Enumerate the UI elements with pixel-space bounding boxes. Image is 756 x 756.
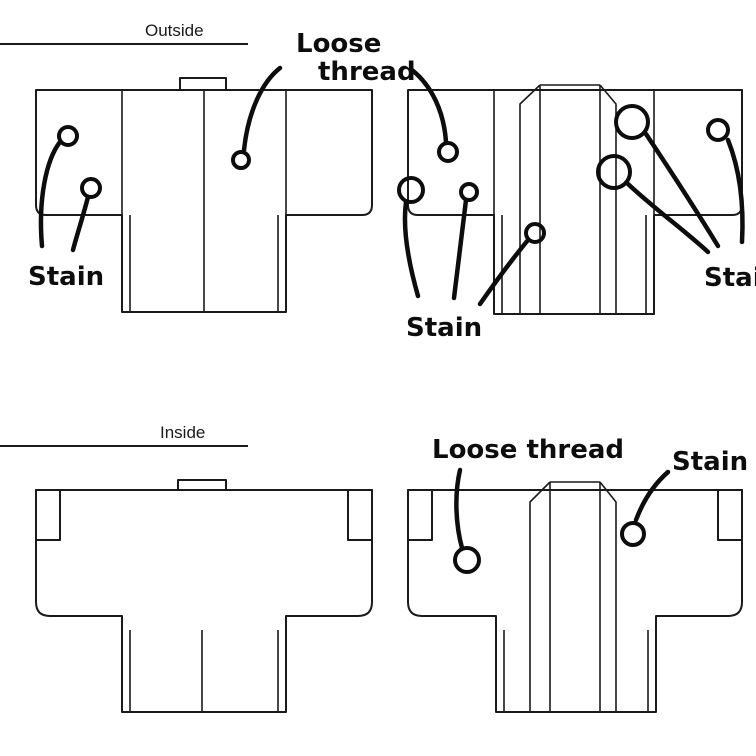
outside-front-loose-thread-marker (409, 67, 459, 163)
outside-section-header: Outside (0, 21, 248, 45)
jacket-outline (407, 489, 743, 713)
leader-line (633, 469, 671, 523)
stain-label: Stain (406, 313, 482, 343)
inside-front-stain-marker: Stain (620, 447, 748, 547)
outside-back-stain-markers: Stain (28, 125, 104, 292)
outside-front-stain-markers-right: Stai (596, 104, 756, 293)
leader-line (625, 181, 711, 255)
leader-line (643, 131, 721, 249)
leader-line (454, 467, 465, 551)
stain-circle (620, 521, 646, 547)
stain-circle (57, 125, 79, 147)
stain-circle (80, 177, 102, 199)
outside-front-stain-markers-bottom: Stain (397, 176, 546, 343)
right-lapel (599, 84, 617, 314)
stain-circle (459, 182, 479, 202)
leader-line (451, 197, 469, 301)
leader-line (70, 194, 91, 253)
stain-circle (524, 222, 546, 244)
inside-front-jacket (407, 481, 743, 713)
right-sleeve-cuff (717, 489, 743, 541)
left-sleeve-cuff (35, 489, 61, 541)
stain-circle (596, 154, 632, 190)
leader-line (725, 137, 745, 245)
leader-line (38, 139, 63, 249)
outside-front-jacket (407, 84, 743, 315)
stain-circle (706, 118, 730, 142)
collar (179, 77, 227, 91)
jacket-outline (35, 489, 373, 713)
right-lapel (599, 481, 617, 712)
leader-line (241, 65, 283, 153)
stain-label: Stain (672, 447, 748, 477)
outside-back-loose-thread-marker: Loose thread (231, 29, 416, 170)
stain-label-clipped: Stai (704, 263, 756, 293)
loose-thread-label-line1: Loose (296, 29, 381, 59)
stain-circle (614, 104, 650, 140)
left-lapel (529, 481, 551, 712)
right-sleeve-cuff (347, 489, 373, 541)
inside-back-jacket (35, 479, 373, 713)
inside-section-header: Inside (0, 423, 248, 447)
outside-section-title: Outside (145, 21, 204, 40)
leader-line (402, 199, 421, 299)
stain-circle (397, 176, 425, 204)
collar (177, 479, 227, 491)
loose-thread-label: Loose thread (432, 435, 624, 465)
outside-back-jacket (35, 77, 373, 313)
defect-circle (437, 141, 459, 163)
left-sleeve-cuff (407, 489, 433, 541)
inside-section-title: Inside (160, 423, 205, 442)
leader-line (477, 237, 531, 307)
defect-circle (453, 546, 481, 574)
loose-thread-label-line2: thread (318, 57, 416, 87)
left-lapel (519, 84, 541, 314)
defect-circle (231, 150, 251, 170)
inside-front-loose-thread-marker: Loose thread (432, 435, 624, 574)
stain-label: Stain (28, 262, 104, 292)
leader-line (409, 67, 449, 145)
